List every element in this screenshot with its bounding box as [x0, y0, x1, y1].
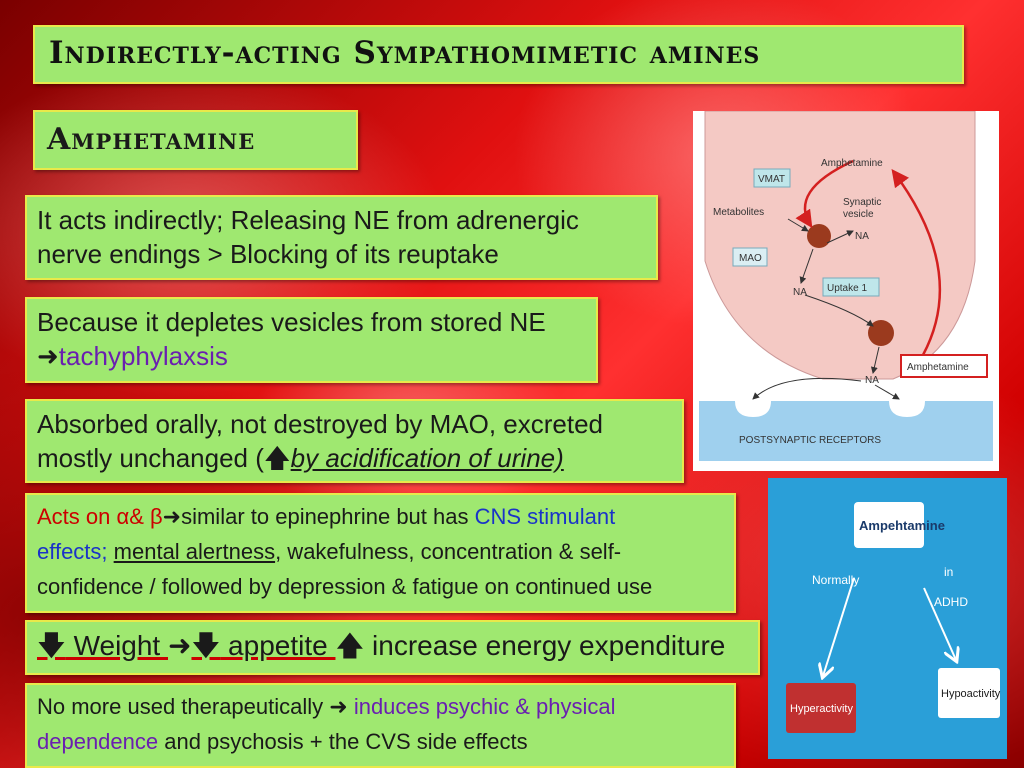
beta-symbol: β — [150, 504, 163, 529]
down-arrow-icon: 🡇 — [37, 630, 66, 661]
cns-stimulant-text: CNS stimulant — [474, 504, 616, 529]
weight-text: Weight — [65, 630, 168, 661]
up-arrow-icon: 🡅 — [335, 630, 365, 661]
slide-title: Indirectly-acting Sympathomimetic amines — [33, 25, 964, 84]
psychosis-text: and psychosis + the CVS side effects — [158, 729, 528, 754]
slide-title-text: Indirectly-acting Sympathomimetic amines — [49, 35, 761, 71]
mao-label: MAO — [739, 253, 762, 264]
energy-text: increase energy expenditure — [364, 630, 726, 661]
na-left-to-synapse-arrow — [804, 294, 874, 327]
alpha-symbol: α — [116, 504, 130, 529]
amphetamine-box-label: Amphetamine — [907, 362, 969, 373]
point-tachyphylaxis-line-1: Because it depletes vesicles from stored… — [37, 307, 546, 337]
hyperactivity-label: Hyperactivity — [790, 703, 853, 715]
mao-label-box — [732, 247, 768, 267]
amphetamine-entry-arrow — [795, 159, 854, 229]
adhd-diagram-svg: Ampehtamine Normally in ADHD Hyperactivi… — [786, 502, 1001, 733]
presynaptic-terminal — [704, 111, 976, 380]
acts-on-text: Acts on — [37, 504, 117, 529]
amphetamine-label-box — [900, 354, 988, 378]
vesicle-to-na-arrow — [826, 230, 854, 244]
synaptic-vesicle-1 — [807, 224, 831, 248]
hypoactivity-node — [938, 668, 1000, 718]
effects-text: effects; — [37, 539, 108, 564]
slide-subtitle-text: Amphetamine — [47, 122, 256, 157]
point-mechanism-line-1: It acts indirectly; Releasing NE from ad… — [37, 205, 579, 235]
amphetamine-top-label: Amphetamine — [821, 158, 883, 169]
synaptic-vesicle-label-2: vesicle — [843, 209, 874, 220]
receptor-notch-right — [889, 401, 925, 417]
ampersand-text: & — [129, 504, 150, 529]
point-pharmacokinetics: Absorbed orally, not destroyed by MAO, e… — [25, 399, 684, 483]
uptake-label: Uptake 1 — [827, 283, 867, 294]
amphetamine-node-label: Ampehtamine — [859, 518, 945, 533]
point-tachyphylaxis-line-2: ➜tachyphylaxsis — [37, 339, 590, 373]
point-therapeutic-use: No more used therapeutically ➜ induces p… — [25, 683, 736, 768]
down-arrow-icon: 🡇 — [191, 630, 221, 661]
point-tachyphylaxis: Because it depletes vesicles from stored… — [25, 297, 598, 383]
right-arrow-icon: ➜ — [162, 504, 182, 529]
no-more-used-text: No more used therapeutically — [37, 694, 330, 719]
point-pharmacokinetics-text: Absorbed orally, not destroyed by MAO, e… — [27, 401, 682, 475]
point-receptor-actions-text: Acts on α& β ➜ similar to epinephrine bu… — [27, 495, 734, 604]
slide-subtitle: Amphetamine — [33, 110, 358, 170]
unchanged-text: mostly unchanged ( — [37, 443, 264, 473]
amphetamine-uptake-arrow — [891, 168, 942, 356]
up-arrow-icon: 🡅 — [263, 443, 291, 473]
in-label: in — [944, 565, 953, 579]
receptor-notch-left — [735, 401, 771, 417]
wakefulness-text: , wakefulness, concentration & self- — [275, 539, 622, 564]
adhd-arrow — [923, 587, 956, 660]
amphetamine-node — [854, 502, 924, 548]
point-therapeutic-use-text: No more used therapeutically ➜ induces p… — [27, 685, 734, 759]
na-vesicle-label: NA — [855, 231, 869, 242]
normally-label: Normally — [812, 573, 859, 587]
point-mechanism-text: It acts indirectly; Releasing NE from ad… — [27, 197, 656, 271]
point-weight: 🡇 Weight ➜ 🡇 appetite 🡅 increase energy … — [25, 620, 760, 675]
point-tachyphylaxis-text: Because it depletes vesicles from stored… — [27, 299, 596, 373]
hyperactivity-node — [786, 683, 856, 733]
similar-text: similar to epinephrine but has — [181, 504, 475, 529]
point-therapeutic-use-line-1: No more used therapeutically ➜ induces p… — [37, 689, 728, 724]
cleft-to-receptor-arrow-right — [874, 384, 900, 400]
point-receptor-actions-line-1: Acts on α& β ➜ similar to epinephrine bu… — [37, 499, 728, 534]
tachyphylaxis-term: tachyphylaxsis — [58, 341, 228, 371]
point-receptor-actions: Acts on α& β ➜ similar to epinephrine bu… — [25, 493, 736, 613]
synaptic-vesicle-label-1: Synaptic — [843, 197, 881, 208]
normally-arrow — [823, 577, 855, 676]
point-receptor-actions-line-3: confidence / followed by depression & fa… — [37, 574, 653, 599]
point-pharmacokinetics-line-2: mostly unchanged (🡅by acidification of u… — [37, 441, 676, 475]
point-mechanism-line-2: nerve endings > Blocking of its reuptake — [37, 239, 499, 269]
appetite-text: appetite — [220, 630, 336, 661]
release-arrow — [870, 346, 880, 374]
right-arrow-icon: ➜ — [37, 341, 59, 371]
dependence-text: dependence — [37, 729, 159, 754]
hypoactivity-label: Hypoactivity — [941, 688, 1001, 700]
postsynaptic-receptors-label: POSTSYNAPTIC RECEPTORS — [739, 435, 881, 446]
right-arrow-icon: ➜ — [168, 630, 192, 661]
acidification-text: by acidification of urine) — [290, 443, 564, 473]
synapse-diagram: Amphetamine VMAT Synaptic vesicle Metabo… — [693, 111, 999, 471]
cleft-to-receptor-arrow-left — [752, 377, 862, 400]
point-receptor-actions-line-2: effects; mental alertness, wakefulness, … — [37, 534, 728, 569]
vmat-label-box — [753, 168, 791, 188]
synaptic-vesicle-2 — [868, 320, 894, 346]
vmat-label: VMAT — [758, 174, 785, 185]
na-left-label: NA — [793, 287, 807, 298]
right-arrow-icon: ➜ — [329, 694, 348, 719]
point-mechanism: It acts indirectly; Releasing NE from ad… — [25, 195, 658, 280]
vesicle-to-na-left-arrow — [799, 248, 814, 284]
adhd-diagram: Ampehtamine Normally in ADHD Hyperactivi… — [768, 478, 1007, 759]
adhd-label: ADHD — [934, 595, 968, 609]
na-cleft-label: NA — [865, 375, 879, 386]
induces-text: induces psychic & physical — [347, 694, 616, 719]
point-pharmacokinetics-line-1: Absorbed orally, not destroyed by MAO, e… — [37, 409, 604, 439]
point-weight-text: 🡇 Weight ➜ 🡇 appetite 🡅 increase energy … — [27, 622, 758, 666]
mental-alertness-text: mental alertness — [113, 539, 276, 564]
synapse-diagram-svg: Amphetamine VMAT Synaptic vesicle Metabo… — [699, 111, 993, 461]
point-therapeutic-use-line-2: dependence and psychosis + the CVS side … — [37, 724, 728, 759]
metabolites-label: Metabolites — [713, 207, 764, 218]
uptake-label-box — [822, 277, 880, 297]
metabolites-arrow — [787, 218, 809, 232]
